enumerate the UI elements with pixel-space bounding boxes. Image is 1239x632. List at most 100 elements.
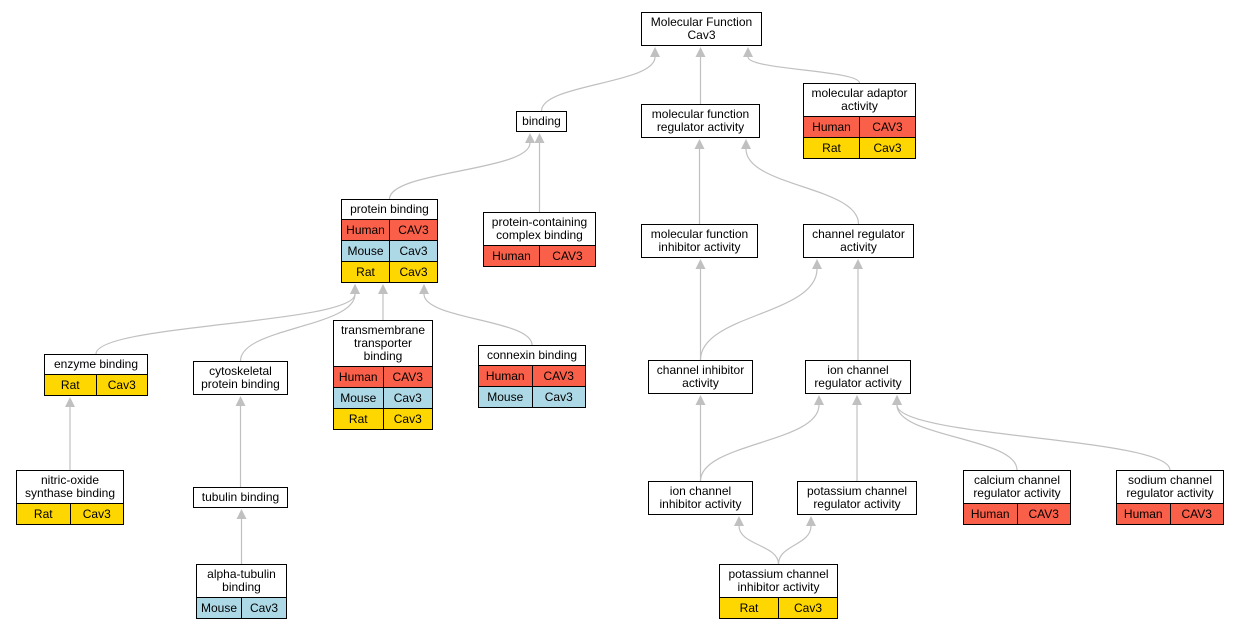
edge-arrowhead: [350, 284, 360, 294]
edge-arrowhead: [743, 47, 753, 57]
node-label-line: regulator activity: [813, 497, 901, 511]
node-label-line: inhibitor activity: [658, 240, 741, 254]
edge-arrowhead: [419, 284, 429, 294]
species-cell: Human: [970, 507, 1010, 521]
node-label-line: Cav3: [687, 28, 716, 42]
node-label-line: potassium channel: [806, 484, 908, 498]
edge-cra-mfra: [745, 148, 860, 225]
node-label: connexin binding: [479, 346, 585, 365]
node-label-line: regulator activity: [656, 120, 745, 134]
gene-cell: CAV3: [1016, 504, 1071, 524]
edge-nacra-icra: [896, 404, 1171, 471]
node-label-line: protein binding: [350, 202, 429, 216]
gene-cell: Cav3: [859, 138, 915, 158]
node-label: protein binding: [342, 200, 437, 219]
node-label-line: transporter: [353, 336, 413, 350]
gene-cell: Cav3: [389, 241, 437, 261]
node-label-line: ion channel: [669, 484, 732, 498]
edge-maa-mf: [747, 56, 861, 84]
species-cell: Human: [812, 120, 851, 134]
node-label-line: molecular function: [650, 227, 749, 241]
node-label-line: calcium channel: [973, 473, 1061, 487]
node-label-line: enzyme binding: [53, 357, 139, 371]
node-label-line: binding: [222, 580, 261, 594]
edge-cb-pb: [423, 293, 533, 346]
node-label-line: alpha-tubulin: [207, 567, 276, 581]
gene-cell: Cav3: [382, 409, 433, 429]
node-label-line: ion channel: [827, 363, 889, 377]
edge-eb-pb: [95, 293, 356, 355]
node-label-line: binding: [522, 114, 561, 128]
node-label-line: connexin binding: [486, 348, 578, 362]
node-label-line: activity: [840, 240, 877, 254]
node-tb[interactable]: tubulin binding: [193, 487, 288, 508]
edge-arrowhead: [235, 396, 246, 406]
edge-cia-cra: [699, 268, 818, 361]
edge-pb-binding: [388, 142, 531, 200]
edge-arrowhead: [695, 259, 706, 269]
node-label-line: complex binding: [496, 228, 583, 242]
node-label-line: regulator activity: [1126, 486, 1214, 500]
edge-arrowhead: [734, 516, 744, 526]
species-cell: Rat: [33, 507, 53, 521]
gene-cell: Cav3: [95, 375, 148, 395]
species-cell: Human: [338, 370, 378, 384]
node-label-line: molecular function: [651, 107, 750, 121]
gene-cell: CAV3: [531, 366, 586, 386]
edge-arrowhead: [814, 395, 824, 405]
node-label-line: regulator activity: [973, 486, 1061, 500]
edge-arrowhead: [236, 509, 247, 519]
node-label: binding: [517, 112, 566, 131]
species-cell: Mouse: [200, 601, 238, 615]
node-label-line: potassium channel: [728, 567, 829, 581]
node-label-line: nitric-oxide: [40, 473, 100, 487]
gene-cell: CAV3: [1169, 504, 1224, 524]
species-cell: Mouse: [487, 390, 524, 404]
species-cell: Human: [485, 369, 525, 383]
gene-cell: CAV3: [859, 117, 915, 137]
edge-arrowhead: [694, 139, 705, 149]
node-label-line: synthase binding: [24, 486, 116, 500]
edge-cpb-pb: [239, 293, 356, 362]
edge-arrowhead: [806, 516, 816, 526]
species-cell: Human: [492, 249, 531, 263]
node-binding[interactable]: binding: [516, 111, 567, 132]
